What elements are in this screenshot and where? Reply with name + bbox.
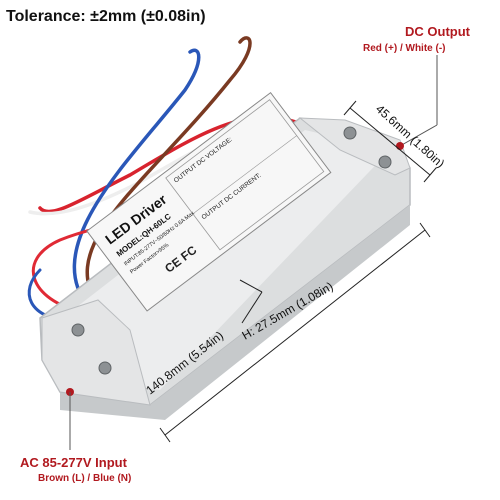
screw-bottom-left: [71, 323, 85, 337]
product-label: LED Driver MODEL:QH-60LC INPUT:85-277V~5…: [86, 91, 332, 312]
driver-housing: [39, 117, 411, 420]
screw-bottom-right: [98, 361, 112, 375]
blue-input-wire: [72, 48, 201, 308]
screw-top-left: [343, 126, 357, 140]
dc-output-subtitle: Red (+) / White (-): [363, 43, 446, 54]
tolerance-text: Tolerance: ±2mm (±0.08in): [6, 8, 206, 25]
ac-input-subtitle: Brown (L) / Blue (N): [38, 473, 132, 484]
ac-input-title: AC 85-277V Input: [20, 455, 127, 470]
dc-output-title: DC Output: [405, 24, 470, 39]
screw-top-right: [378, 155, 392, 169]
brown-input-wire: [85, 36, 252, 302]
ac-input-callout: [66, 388, 74, 450]
